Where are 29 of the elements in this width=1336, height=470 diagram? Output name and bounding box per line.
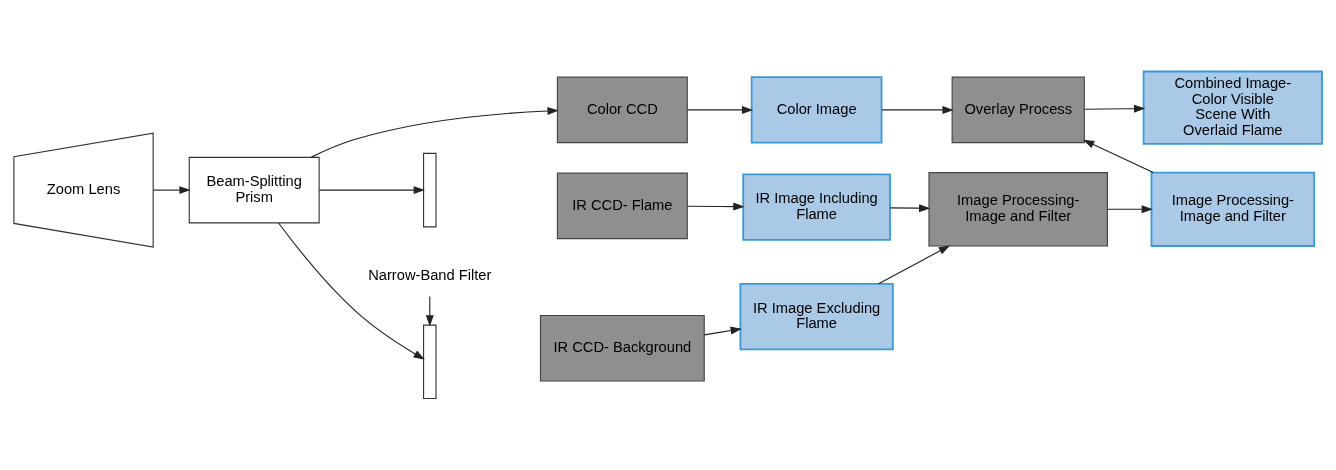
node-box [423, 152, 437, 228]
node-box: Color Image [750, 76, 883, 144]
arrow [278, 222, 425, 360]
node-box: Image Processing- Image and Filter [1150, 171, 1316, 247]
arrow [1083, 104, 1146, 113]
node-box [423, 324, 437, 400]
arrow [703, 326, 742, 336]
arrow [878, 245, 951, 285]
arrow [881, 105, 954, 114]
node-box: Beam-Splitting Prism [188, 156, 320, 224]
arrow [152, 186, 191, 195]
node-box: Combined Image- Color Visible Scene With Overlaid Flame [1142, 70, 1323, 145]
node-box: IR CCD- Flame [556, 172, 688, 240]
arrow [686, 202, 745, 211]
arrow [1106, 205, 1153, 214]
node-box: IR Image Including Flame [742, 173, 891, 241]
node-box: IR CCD- Background [539, 314, 705, 382]
node-box: IR Image Excluding Flame [739, 282, 894, 351]
node-box: Color CCD [556, 76, 688, 144]
arrow [318, 186, 425, 195]
node-box: Zoom Lens [13, 132, 154, 248]
arrow [310, 107, 559, 158]
node-text: Narrow-Band Filter [368, 266, 492, 283]
arrow [686, 105, 754, 114]
arrow [889, 204, 931, 213]
node-box: Overlay Process [951, 76, 1085, 144]
node-box: Image Processing- Image and Filter [928, 172, 1108, 247]
arrow [425, 296, 434, 327]
arrow [1082, 139, 1154, 174]
